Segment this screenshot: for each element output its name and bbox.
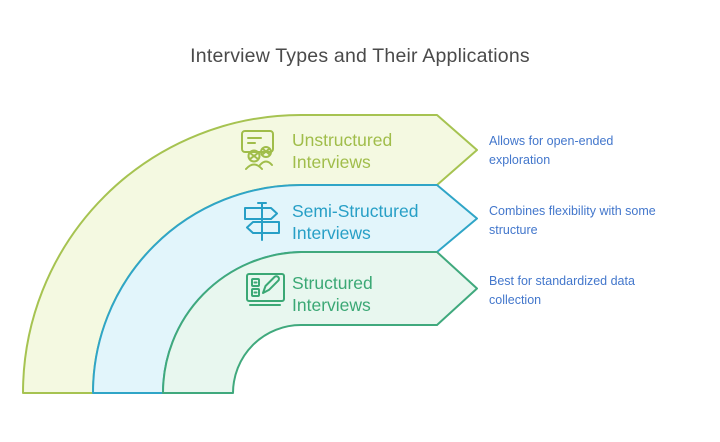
band-structured-shape bbox=[162, 251, 478, 394]
page-title: Interview Types and Their Applications bbox=[190, 45, 530, 67]
band-label-unstructured-line2: Interviews bbox=[292, 152, 371, 172]
people-conversation-icon bbox=[241, 130, 274, 170]
band-label-structured-line1: Structured bbox=[292, 273, 373, 293]
band-label-structured-line2: Interviews bbox=[292, 295, 371, 315]
annotation-semi-structured: Combines flexibility with some structure bbox=[489, 204, 656, 237]
signpost-icon bbox=[244, 202, 280, 241]
band-label-semi-structured-line1: Semi-Structured bbox=[292, 201, 418, 221]
annotation-structured: Best for standardized data collection bbox=[489, 274, 635, 307]
band-structured: Structured Interviews bbox=[162, 251, 478, 394]
band-label-unstructured-line1: Unstructured bbox=[292, 130, 392, 150]
band-label-semi-structured-line2: Interviews bbox=[292, 223, 371, 243]
form-pencil-icon bbox=[246, 273, 285, 306]
annotation-unstructured: Allows for open-ended exploration bbox=[489, 134, 614, 167]
